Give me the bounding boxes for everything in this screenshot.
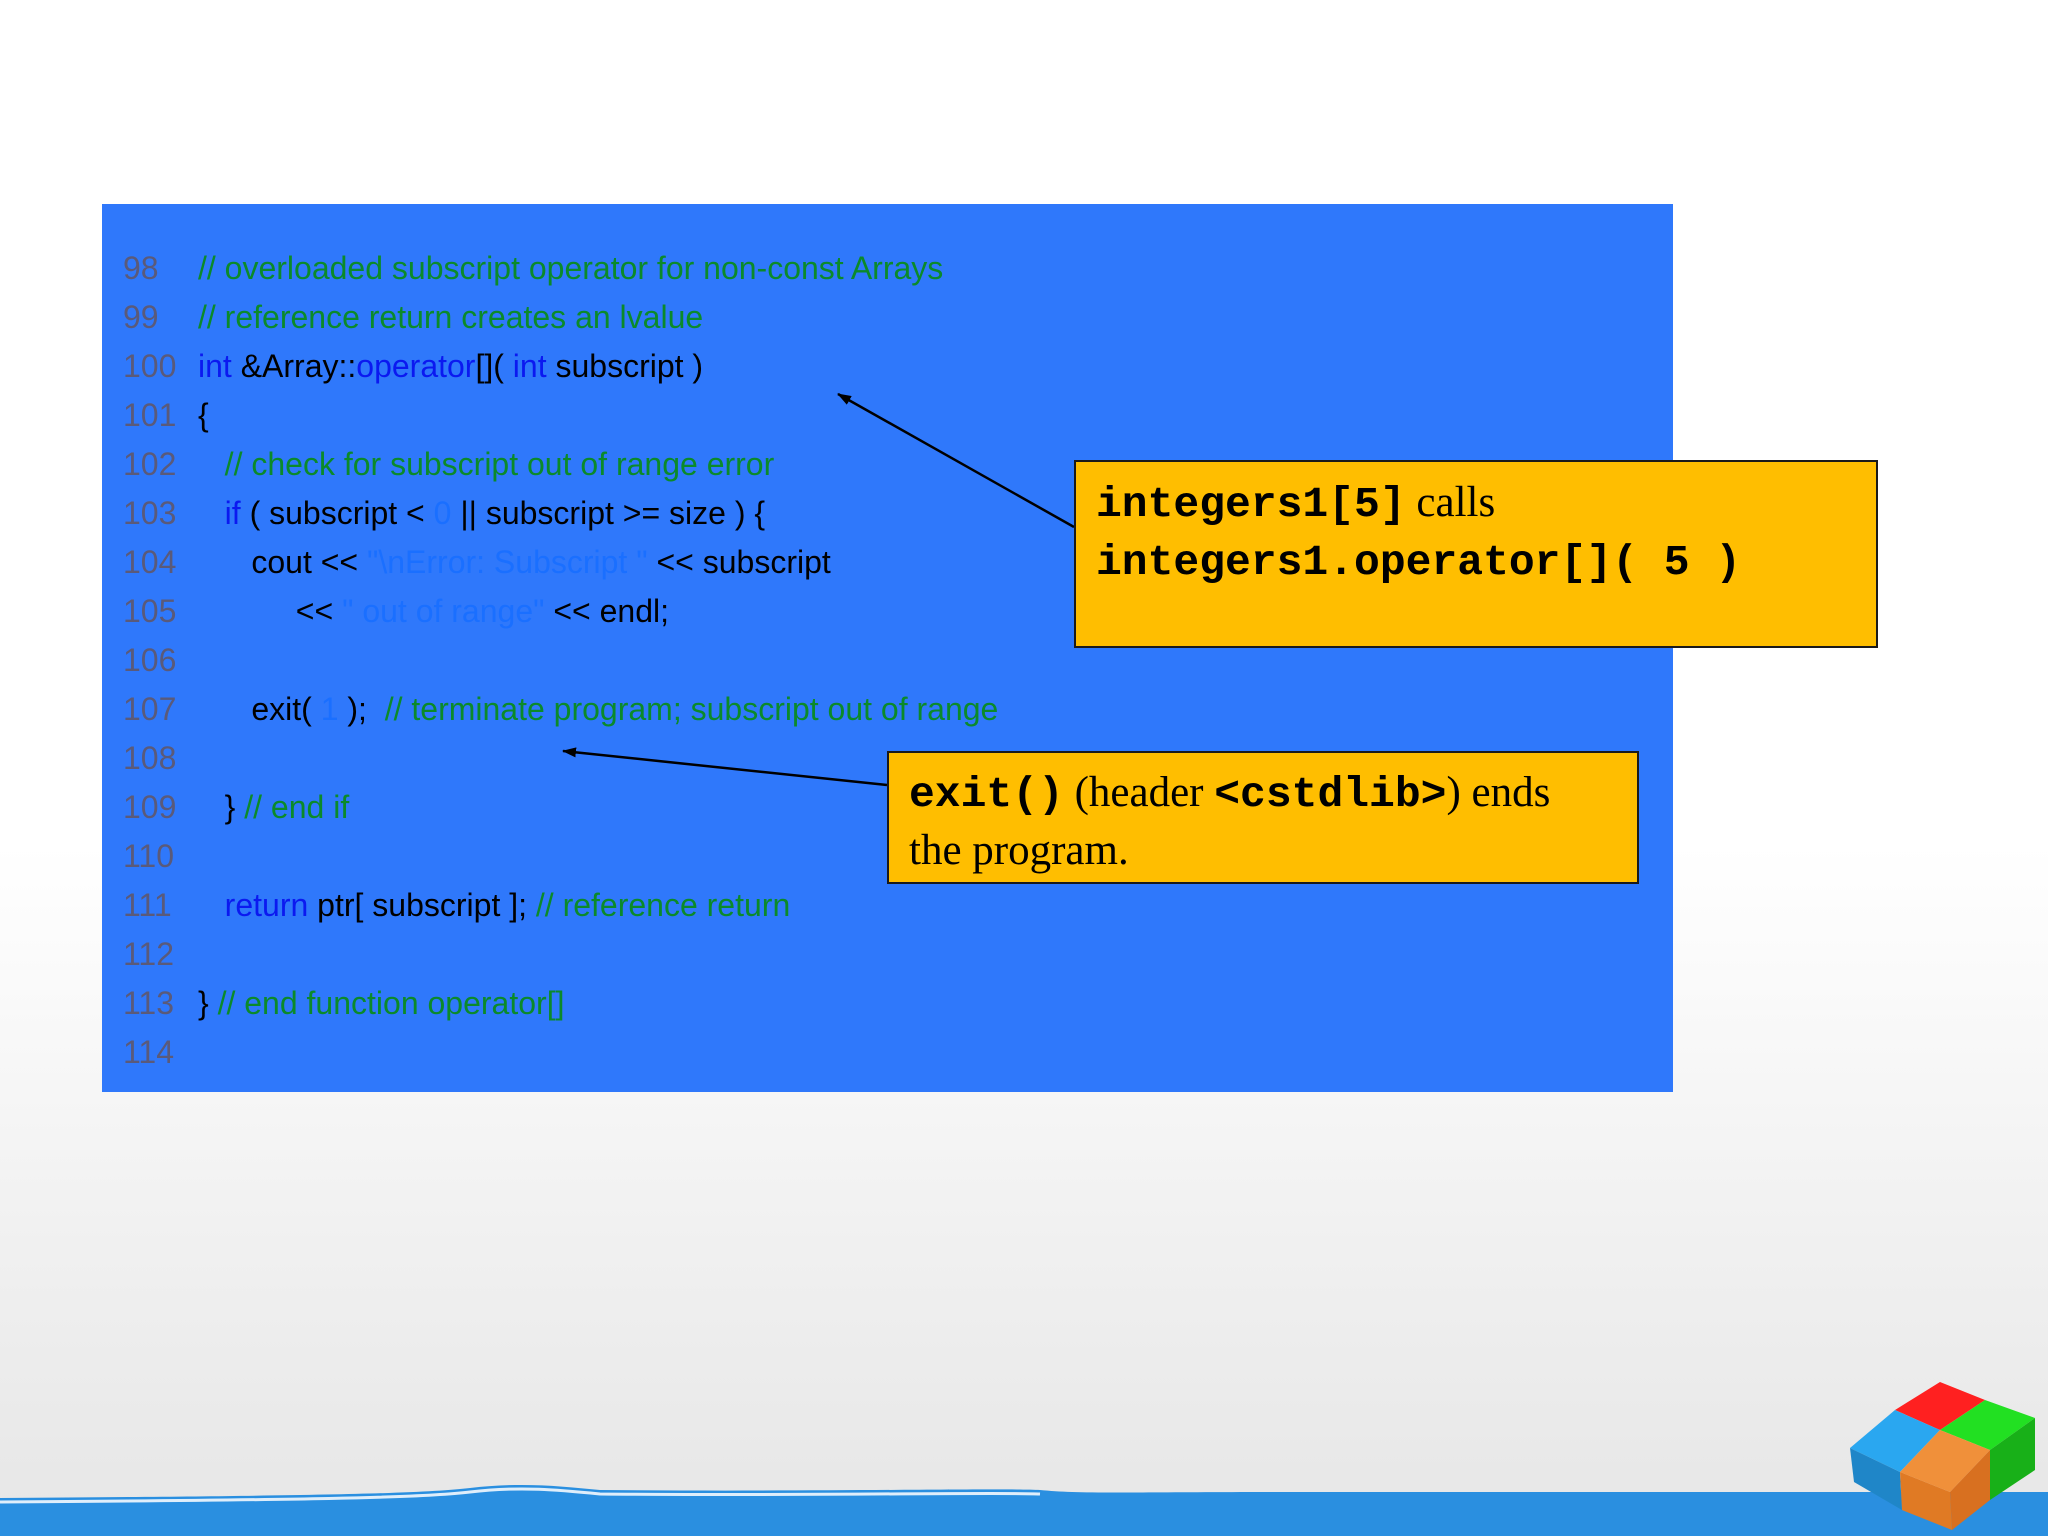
code-line: 113} // end function operator[]	[102, 979, 1673, 1028]
code-token-plain: <<	[198, 593, 343, 629]
code-line: 100 int &Array::operator[]( int subscript…	[102, 342, 1673, 391]
line-number: 107	[123, 691, 177, 727]
code-text: } // end if	[198, 783, 350, 832]
code-line: 98 // overloaded subscript operator for n…	[102, 244, 1673, 293]
code-line: 105 << " out of range" << endl;	[102, 587, 1673, 636]
code-token-comment: // terminate program; subscript out of r…	[384, 691, 999, 727]
code-text: if ( subscript < 0 || subscript >= size …	[198, 489, 765, 538]
cube-logo-icon	[1850, 1382, 2035, 1530]
code-token-plain: cout <<	[198, 544, 367, 580]
line-number: 104	[123, 544, 177, 580]
code-listing-panel: 98 // overloaded subscript operator for n…	[102, 204, 1673, 1092]
code-line: 108	[102, 734, 1673, 783]
code-text: // check for subscript out of range erro…	[198, 440, 775, 489]
code-line: 111 return ptr[ subscript ]; // referenc…	[102, 881, 1673, 930]
code-token-plain: subscript )	[546, 348, 704, 384]
line-number: 114	[123, 1034, 175, 1070]
code-line: 104 cout << "\nError: Subscript " << sub…	[102, 538, 1673, 587]
code-token-kw: if	[224, 495, 241, 531]
line-number: 113	[123, 985, 175, 1021]
callout2-text-the-program: the program.	[909, 827, 1129, 874]
code-line: 99 // reference return creates an lvalue	[102, 293, 1673, 342]
code-line: 107 exit( 1 ); // terminate program; sub…	[102, 685, 1673, 734]
code-text: exit( 1 ); // terminate program; subscri…	[198, 685, 998, 734]
line-number: 108	[123, 740, 177, 776]
code-token-comment: // reference return creates an lvalue	[198, 299, 704, 335]
code-token-plain: << endl;	[544, 593, 670, 629]
code-token-comment: // check for subscript out of range erro…	[198, 446, 775, 482]
code-token-plain: }	[198, 985, 218, 1021]
code-token-kw: operator	[356, 348, 476, 384]
code-line: 101 {	[102, 391, 1673, 440]
code-token-str: "\nError: Subscript "	[366, 544, 648, 580]
line-number: 105	[123, 593, 177, 629]
code-token-plain: {	[198, 397, 209, 433]
code-token-plain: }	[198, 789, 245, 825]
code-text: } // end function operator[]	[198, 979, 564, 1028]
code-text: cout << "\nError: Subscript " << subscri…	[198, 538, 831, 587]
code-line: 112	[102, 930, 1673, 979]
line-number: 111	[123, 887, 172, 923]
code-text: return ptr[ subscript ]; // reference re…	[198, 881, 791, 930]
code-line: 102 // check for subscript out of range …	[102, 440, 1673, 489]
line-number: 110	[123, 838, 175, 874]
line-number: 102	[123, 446, 177, 482]
line-number: 112	[123, 936, 175, 972]
callout2-text-header: (header	[1063, 769, 1215, 816]
code-token-plain: &Array::	[231, 348, 357, 384]
code-text: int &Array::operator[]( int subscript )	[198, 342, 703, 391]
callout2-code-exit: exit()	[909, 770, 1064, 819]
callout-operator-call: integers1[5] calls integers1.operator[](…	[1074, 460, 1878, 648]
line-number: 99	[123, 299, 159, 335]
code-token-comment: // overloaded subscript operator for non…	[198, 250, 944, 286]
footer-wave-decoration	[0, 1484, 2048, 1536]
code-token-plain: ptr[ subscript ];	[308, 887, 536, 923]
code-token-kw: int	[512, 348, 547, 384]
code-token-str: " out of range"	[342, 593, 545, 629]
code-token-kw: return	[224, 887, 309, 923]
code-token-comment: // end if	[244, 789, 350, 825]
code-token-plain: [](	[475, 348, 513, 384]
callout2-text-ends: ) ends	[1446, 769, 1551, 816]
code-text: // reference return creates an lvalue	[198, 293, 703, 342]
code-token-plain: );	[338, 691, 385, 727]
callout1-code-operator-call: integers1.operator[]( 5 )	[1096, 538, 1742, 587]
code-token-kw: int	[198, 348, 232, 384]
callout1-code-integers1-5: integers1[5]	[1096, 480, 1406, 529]
callout1-text-calls: calls	[1405, 479, 1496, 526]
code-token-num: 1	[320, 691, 339, 727]
code-token-plain: || subscript >= size ) {	[451, 495, 766, 531]
callout-exit-function: exit() (header <cstdlib>) ends the progr…	[887, 751, 1639, 884]
line-number: 101	[123, 397, 177, 433]
line-number: 109	[123, 789, 177, 825]
code-line: 103 if ( subscript < 0 || subscript >= s…	[102, 489, 1673, 538]
code-token-plain	[198, 495, 225, 531]
code-token-plain: exit(	[198, 691, 321, 727]
code-line: 106	[102, 636, 1673, 685]
line-number: 100	[123, 348, 177, 384]
code-token-plain: << subscript	[647, 544, 831, 580]
code-text: // overloaded subscript operator for non…	[198, 244, 943, 293]
code-token-plain: ( subscript <	[240, 495, 434, 531]
line-number: 98	[123, 250, 159, 286]
code-token-num: 0	[433, 495, 452, 531]
code-text: << " out of range" << endl;	[198, 587, 669, 636]
line-number: 106	[123, 642, 177, 678]
code-line: 109 } // end if	[102, 783, 1673, 832]
code-line: 114	[102, 1028, 1673, 1077]
code-token-plain	[198, 887, 225, 923]
line-number: 103	[123, 495, 177, 531]
callout2-code-cstdlib: <cstdlib>	[1214, 770, 1447, 819]
code-text: {	[198, 391, 209, 440]
code-token-comment: // end function operator[]	[217, 985, 565, 1021]
code-token-comment: // reference return	[535, 887, 791, 923]
code-line: 110	[102, 832, 1673, 881]
